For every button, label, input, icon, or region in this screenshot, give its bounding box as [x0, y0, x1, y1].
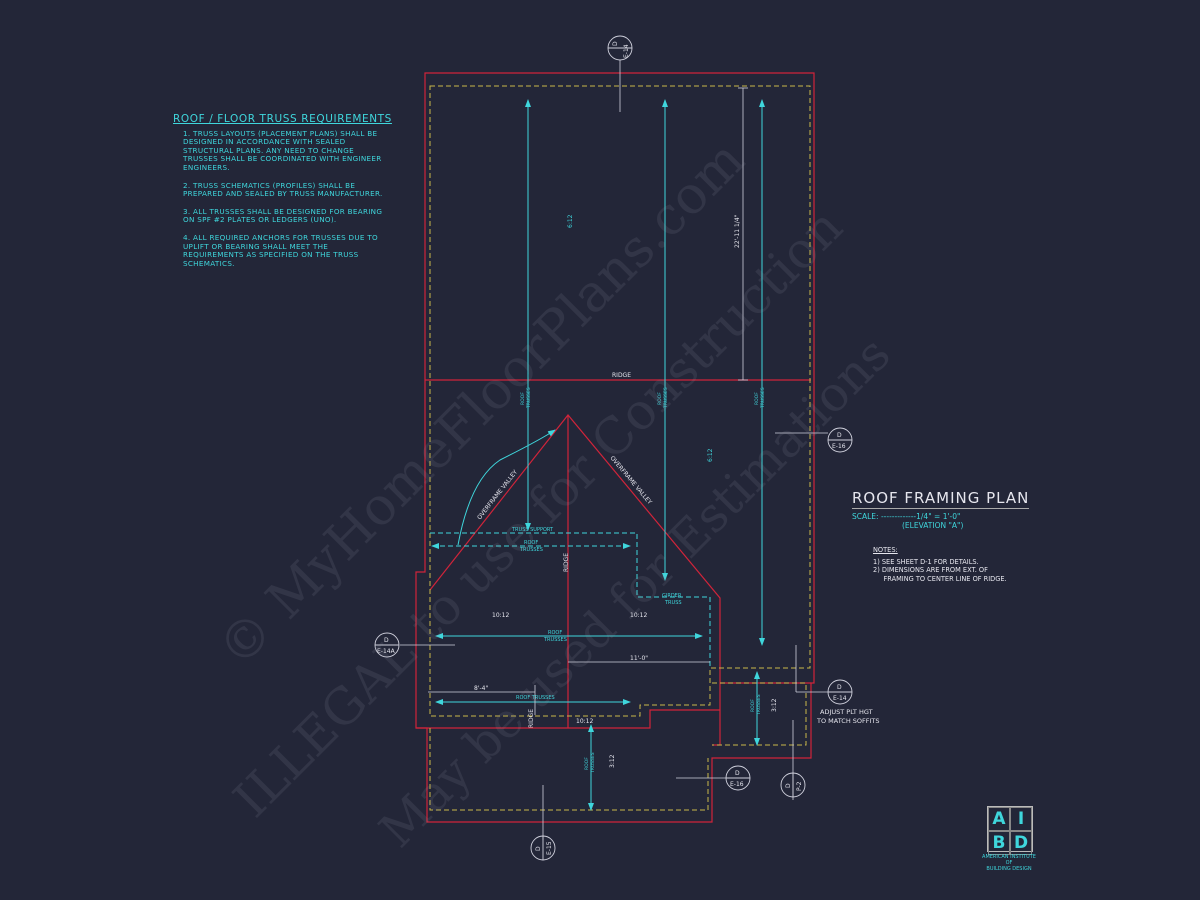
logo-letter: B: [988, 831, 1010, 855]
svg-text:D: D: [612, 41, 619, 46]
note-item: 2. TRUSS SCHEMATICS (PROFILES) SHALL BE …: [183, 180, 383, 199]
truss-requirements-notes: ROOF / FLOOR TRUSS REQUIREMENTS 1. TRUSS…: [173, 113, 423, 277]
svg-text:E-16: E-16: [832, 443, 846, 450]
ridge-label: RIDGE: [612, 372, 631, 379]
logo-mark: A I B D: [987, 806, 1033, 855]
svg-text:E-14A: E-14A: [377, 648, 396, 655]
svg-text:D: D: [837, 432, 842, 439]
callout-e14-top[interactable]: D E-14: [607, 35, 633, 61]
svg-text:ROOF: ROOF: [548, 630, 562, 636]
hip-lines: [429, 414, 721, 683]
svg-text:ILLEGAL to use for Constructio: ILLEGAL to use for Construction: [222, 197, 853, 828]
general-note-item: 1) SEE SHEET D-1 FOR DETAILS.: [873, 557, 979, 566]
svg-text:D: D: [837, 684, 842, 691]
svg-text:3:12: 3:12: [771, 698, 778, 712]
svg-text:TRUSSES: TRUSSES: [756, 694, 762, 716]
svg-text:TRUSS: TRUSS: [664, 600, 682, 606]
svg-text:11'-0": 11'-0": [630, 655, 648, 662]
note-item: 3. ALL TRUSSES SHALL BE DESIGNED FOR BEA…: [183, 206, 383, 225]
svg-text:ROOF: ROOF: [524, 540, 538, 546]
callout-p2[interactable]: D P-2: [780, 772, 806, 798]
svg-text:TRUSSES: TRUSSES: [519, 547, 543, 553]
dimension-lines: [400, 60, 828, 840]
logo-name-line: BUILDING DESIGN: [986, 866, 1032, 872]
general-note-item: 2) DIMENSIONS ARE FROM EXT. OF: [873, 566, 988, 575]
callout-e16-bottom[interactable]: D E-16: [725, 765, 751, 791]
svg-text:10:12: 10:12: [630, 612, 647, 619]
svg-text:GIRDER: GIRDER: [662, 593, 682, 599]
svg-text:TRUSSES: TRUSSES: [526, 387, 532, 409]
svg-text:E-15: E-15: [546, 841, 553, 855]
svg-text:8'-4": 8'-4": [474, 685, 488, 692]
svg-text:ROOF: ROOF: [750, 699, 756, 712]
svg-text:ROOF TRUSSES: ROOF TRUSSES: [516, 695, 555, 701]
svg-text:ROOF: ROOF: [584, 757, 590, 770]
svg-text:10:12: 10:12: [492, 612, 509, 619]
aibd-logo: A I B D AMERICAN INSTITUTE OF BUILDING D…: [978, 806, 1040, 872]
svg-text:TRUSSES: TRUSSES: [760, 387, 766, 409]
logo-name-line: AMERICAN INSTITUTE: [982, 854, 1036, 860]
svg-text:P-2: P-2: [796, 781, 803, 791]
callout-e14-right[interactable]: D E-14: [827, 679, 853, 705]
elevation-label: (ELEVATION "A"): [902, 521, 964, 530]
svg-text:RIDGE: RIDGE: [528, 709, 535, 728]
general-notes: NOTES: 1) SEE SHEET D-1 FOR DETAILS. 2) …: [873, 546, 1007, 583]
plan-title: ROOF FRAMING PLAN: [852, 489, 1030, 509]
note-item: 1. TRUSS LAYOUTS (PLACEMENT PLANS) SHALL…: [183, 128, 382, 172]
logo-letter: D: [1010, 831, 1032, 855]
logo-name: AMERICAN INSTITUTE OF BUILDING DESIGN: [978, 854, 1040, 872]
svg-text:E-14: E-14: [833, 695, 847, 702]
logo-letter: I: [1010, 807, 1032, 831]
dimension-22-11: 22'-11 1/4": [734, 214, 741, 248]
svg-text:ROOF: ROOF: [657, 392, 663, 405]
svg-text:TRUSSES: TRUSSES: [590, 752, 596, 774]
svg-text:E-16: E-16: [730, 781, 744, 788]
svg-text:6:12: 6:12: [707, 448, 714, 462]
svg-text:D: D: [535, 846, 542, 851]
svg-text:TRUSSES: TRUSSES: [663, 387, 669, 409]
svg-text:ROOF: ROOF: [520, 392, 526, 405]
general-notes-title: NOTES:: [873, 546, 898, 554]
adjust-note-line1: ADJUST PLT HGT: [820, 708, 873, 716]
callout-e14a[interactable]: D E-14A: [374, 632, 400, 658]
svg-text:RIDGE: RIDGE: [563, 553, 570, 572]
adjust-note-line2: TO MATCH SOFFITS: [816, 717, 880, 725]
logo-letter: A: [988, 807, 1010, 831]
note-item: 4. ALL REQUIRED ANCHORS FOR TRUSSES DUE …: [183, 232, 378, 268]
svg-text:3:12: 3:12: [609, 754, 616, 768]
callout-e15[interactable]: D E-15: [530, 835, 556, 861]
title-block: ROOF FRAMING PLAN SCALE: -------------1/…: [852, 488, 1052, 530]
svg-text:6:12: 6:12: [567, 214, 574, 228]
section-callouts: D E-14 D E-16 D E-14A D E-14 D E-16 D P-2 D E-1…: [374, 35, 853, 861]
logo-name-line: OF: [1005, 860, 1013, 866]
svg-text:D: D: [735, 770, 740, 777]
svg-text:TRUSS SUPPORT: TRUSS SUPPORT: [511, 527, 554, 533]
svg-text:10:12: 10:12: [576, 718, 593, 725]
svg-text:E-14: E-14: [623, 44, 630, 58]
svg-text:ROOF: ROOF: [754, 392, 760, 405]
general-note-item: FRAMING TO CENTER LINE OF RIDGE.: [873, 574, 1007, 583]
scale-label: SCALE: -------------1/4" = 1'-0": [852, 512, 961, 521]
svg-text:TRUSSES: TRUSSES: [543, 637, 567, 643]
exterior-walls: [415, 72, 815, 823]
truss-arrows: [430, 99, 765, 811]
svg-text:D: D: [384, 637, 389, 644]
svg-text:D: D: [785, 783, 792, 788]
callout-e16-right[interactable]: D E-16: [827, 427, 853, 453]
notes-title: ROOF / FLOOR TRUSS REQUIREMENTS: [173, 113, 392, 125]
